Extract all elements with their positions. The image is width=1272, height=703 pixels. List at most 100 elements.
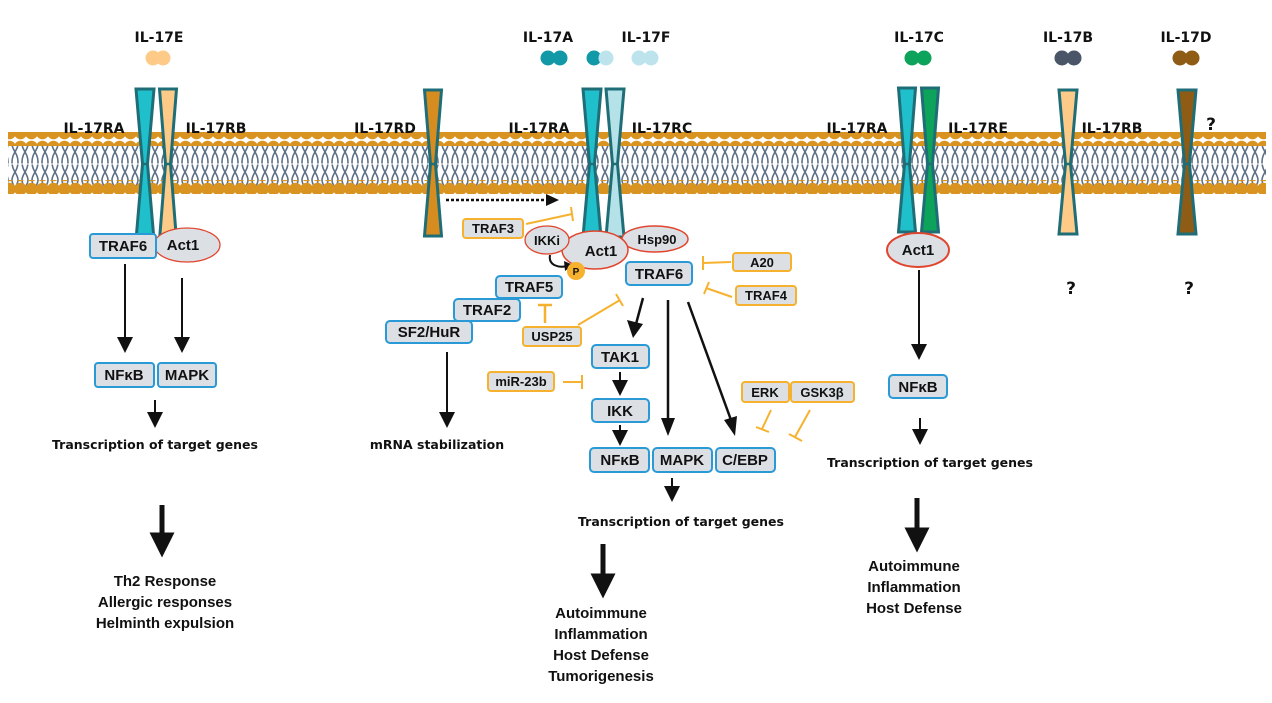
- traf3-node: TRAF3: [462, 218, 524, 239]
- mir23b-node: miR-23b: [487, 371, 555, 392]
- receptors: [134, 86, 1198, 242]
- traf3-label: TRAF3: [472, 221, 514, 236]
- sf2-hur-label: SF2/HuR: [398, 324, 461, 341]
- outcome-label: Allergic responses: [98, 594, 232, 611]
- receptor-label-il17rb: IL-17RB: [186, 121, 247, 137]
- ikk-label: IKK: [607, 403, 633, 420]
- cytokine-il17f: IL-17F: [622, 30, 671, 66]
- erk-label: ERK: [751, 385, 779, 400]
- outcome-label: Host Defense: [866, 600, 962, 617]
- cytokine-subunit: [643, 50, 659, 66]
- receptor-label-il17ra: IL-17RA: [63, 121, 124, 137]
- ikki-node: IKKi: [524, 225, 570, 255]
- nfkb-node: NFκB: [589, 447, 650, 473]
- outer-lipid-heads: [8, 132, 1266, 146]
- transcription-label: Transcription of target genes: [827, 455, 1033, 470]
- act1-node: Act1: [561, 230, 629, 270]
- cytokine-label-il17c: IL-17C: [894, 30, 944, 46]
- cytokine-subunit: [1184, 50, 1200, 66]
- a20-node: A20: [732, 252, 792, 272]
- phospho-node: P: [567, 262, 585, 280]
- inhibition-a20: [702, 261, 732, 264]
- act1-node: Act1: [153, 227, 221, 263]
- traf4-node: TRAF4: [735, 285, 797, 306]
- cytokine-label-il17f: IL-17F: [622, 30, 671, 46]
- cytokine-subunit: [155, 50, 171, 66]
- cytokine-subunit: [631, 50, 647, 66]
- cebp-label: C/EBP: [722, 452, 768, 469]
- cytokine-label-il17a: IL-17A: [523, 30, 573, 46]
- unknown-signaling-il17d: ?: [1184, 279, 1194, 299]
- inhibition-traf4: [705, 287, 733, 298]
- nfkb-label: NFκB: [600, 452, 639, 469]
- transcription-label: Transcription of target genes: [52, 437, 258, 452]
- tak1-node: TAK1: [591, 344, 650, 369]
- inhibition-traf3: [525, 213, 573, 225]
- cell-membrane: [8, 132, 1266, 194]
- arrowhead: [546, 194, 559, 206]
- cytokine-il17e: IL-17E: [135, 30, 184, 66]
- outcome-label: Helminth expulsion: [96, 615, 234, 632]
- traf5-node: TRAF5: [495, 275, 563, 299]
- sf2-hur-node: SF2/HuR: [385, 320, 473, 344]
- unknown-signaling-il17b: ?: [1066, 279, 1076, 299]
- usp25-node: USP25: [522, 326, 582, 347]
- nfkb-label: NFκB: [104, 367, 143, 384]
- traf4-label: TRAF4: [745, 288, 788, 303]
- cytokine-subunit: [552, 50, 568, 66]
- outcome-label: Autoimmune: [868, 558, 960, 575]
- cytokine-il17d: IL-17D: [1160, 30, 1212, 66]
- nfkb-label: NFκB: [898, 379, 937, 396]
- cytokine-il17c: IL-17C: [894, 30, 944, 66]
- mapk-node: MAPK: [157, 362, 217, 388]
- cytokine-label-il17b: IL-17B: [1043, 30, 1093, 46]
- receptor-label-il17re: IL-17RE: [948, 121, 1008, 137]
- cebp-node: C/EBP: [715, 447, 776, 473]
- traf2-label: TRAF2: [463, 302, 511, 319]
- hsp90-node: Hsp90: [621, 225, 689, 253]
- cytokine-label-il17e: IL-17E: [135, 30, 184, 46]
- cytokine-il17a: IL-17A: [523, 30, 573, 66]
- a20-label: A20: [750, 255, 774, 270]
- outcome-label: Tumorigenesis: [548, 668, 654, 685]
- pathway-il17a: TRAF3 Hsp90 Act1 IKKi P TRAF6: [370, 194, 855, 685]
- lipid-tails: [8, 146, 1266, 186]
- cytokine-subunit: [1172, 50, 1188, 66]
- act1-node: Act1: [886, 232, 950, 268]
- mapk-node: MAPK: [652, 447, 713, 473]
- mrna-stabilization-label: mRNA stabilization: [370, 437, 504, 452]
- traf6-label: TRAF6: [99, 238, 147, 255]
- cytokine-subunit: [586, 50, 602, 66]
- cytokine-subunit: [598, 50, 614, 66]
- gsk3b-label: GSK3β: [800, 385, 843, 400]
- inhibition-usp25-traf6: [577, 299, 621, 326]
- transcription-label: Transcription of target genes: [578, 514, 784, 529]
- receptor-label-il17ra: IL-17RA: [508, 121, 569, 137]
- erk-node: ERK: [741, 381, 790, 403]
- phospho-label: P: [573, 267, 580, 278]
- tak1-label: TAK1: [601, 349, 639, 366]
- arrow-traf6-to-cebp: [686, 301, 733, 421]
- nfkb-node: NFκB: [94, 362, 155, 388]
- outcome-label: Host Defense: [553, 647, 649, 664]
- hsp90-label: Hsp90: [637, 232, 676, 247]
- mapk-label: MAPK: [165, 367, 209, 384]
- act1-label: Act1: [902, 242, 935, 259]
- inhibition-gsk3b: [794, 409, 811, 438]
- unknown-receptor-label: ?: [1206, 115, 1216, 135]
- traf6-node: TRAF6: [89, 233, 157, 259]
- act1-label: Act1: [585, 243, 618, 260]
- pathway-il17c: Act1 NFκB Transcription of target genes …: [827, 232, 1033, 617]
- pathway-il17e: Act1 TRAF6 NFκB MAPK Transcription of ta…: [52, 227, 258, 632]
- outcome-label: Autoimmune: [555, 605, 647, 622]
- cytokine-label-il17d: IL-17D: [1160, 30, 1211, 46]
- ikki-label: IKKi: [534, 233, 560, 248]
- traf6-node: TRAF6: [625, 261, 693, 286]
- outcome-label: Inflammation: [554, 626, 647, 643]
- traf6-label: TRAF6: [635, 266, 683, 283]
- cytokine-subunit: [916, 50, 932, 66]
- cytokine-subunit: [904, 50, 920, 66]
- inhibition-erk: [761, 409, 772, 430]
- outcome-label: Inflammation: [867, 579, 960, 596]
- traf5-label: TRAF5: [505, 279, 553, 296]
